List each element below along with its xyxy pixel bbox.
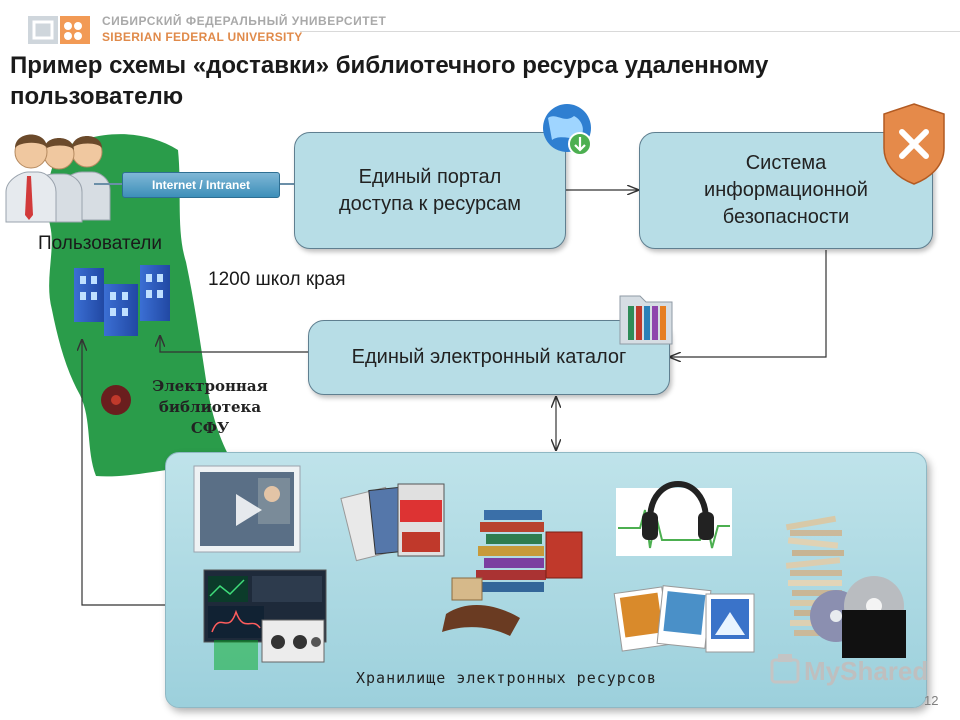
- catalog-box: Единый электронный каталог: [308, 320, 670, 395]
- repository-users-arrow: [82, 340, 165, 606]
- schools-label: 1200 школ края: [208, 269, 346, 290]
- page-number: 12: [924, 693, 939, 708]
- portal-label: Единый портал доступа к ресурсам: [338, 165, 521, 215]
- portal-box: Единый портал доступа к ресурсам: [294, 132, 566, 249]
- users-icon: [5, 134, 111, 223]
- users-label: Пользователи: [38, 233, 163, 254]
- security-label: Система информационной безопасности: [704, 152, 868, 228]
- university-name-ru: СИБИРСКИЙ ФЕДЕРАЛЬНЫЙ УНИВЕРСИТЕТ: [102, 14, 387, 28]
- security-catalog-arrow: [670, 250, 827, 357]
- slide-title: Пример схемы «доставки» библиотечного ре…: [10, 52, 769, 110]
- watermark: MyShared: [804, 656, 929, 686]
- elib-label: Электронная библиотека СФУ: [152, 377, 268, 437]
- disc-icon: [101, 385, 131, 415]
- catalog-label: Единый электронный каталог: [351, 346, 627, 368]
- repository-label: Хранилище электронных ресурсов: [356, 669, 657, 687]
- catalog-schools-arrow: [160, 336, 308, 353]
- security-box: Система информационной безопасности: [639, 132, 933, 249]
- header-divider: [300, 31, 960, 32]
- buildings-icon: [74, 265, 170, 336]
- university-name-en: SIBERIAN FEDERAL UNIVERSITY: [102, 30, 303, 44]
- network-bar: Internet / Intranet: [122, 172, 280, 198]
- university-logo-icon: [28, 16, 90, 44]
